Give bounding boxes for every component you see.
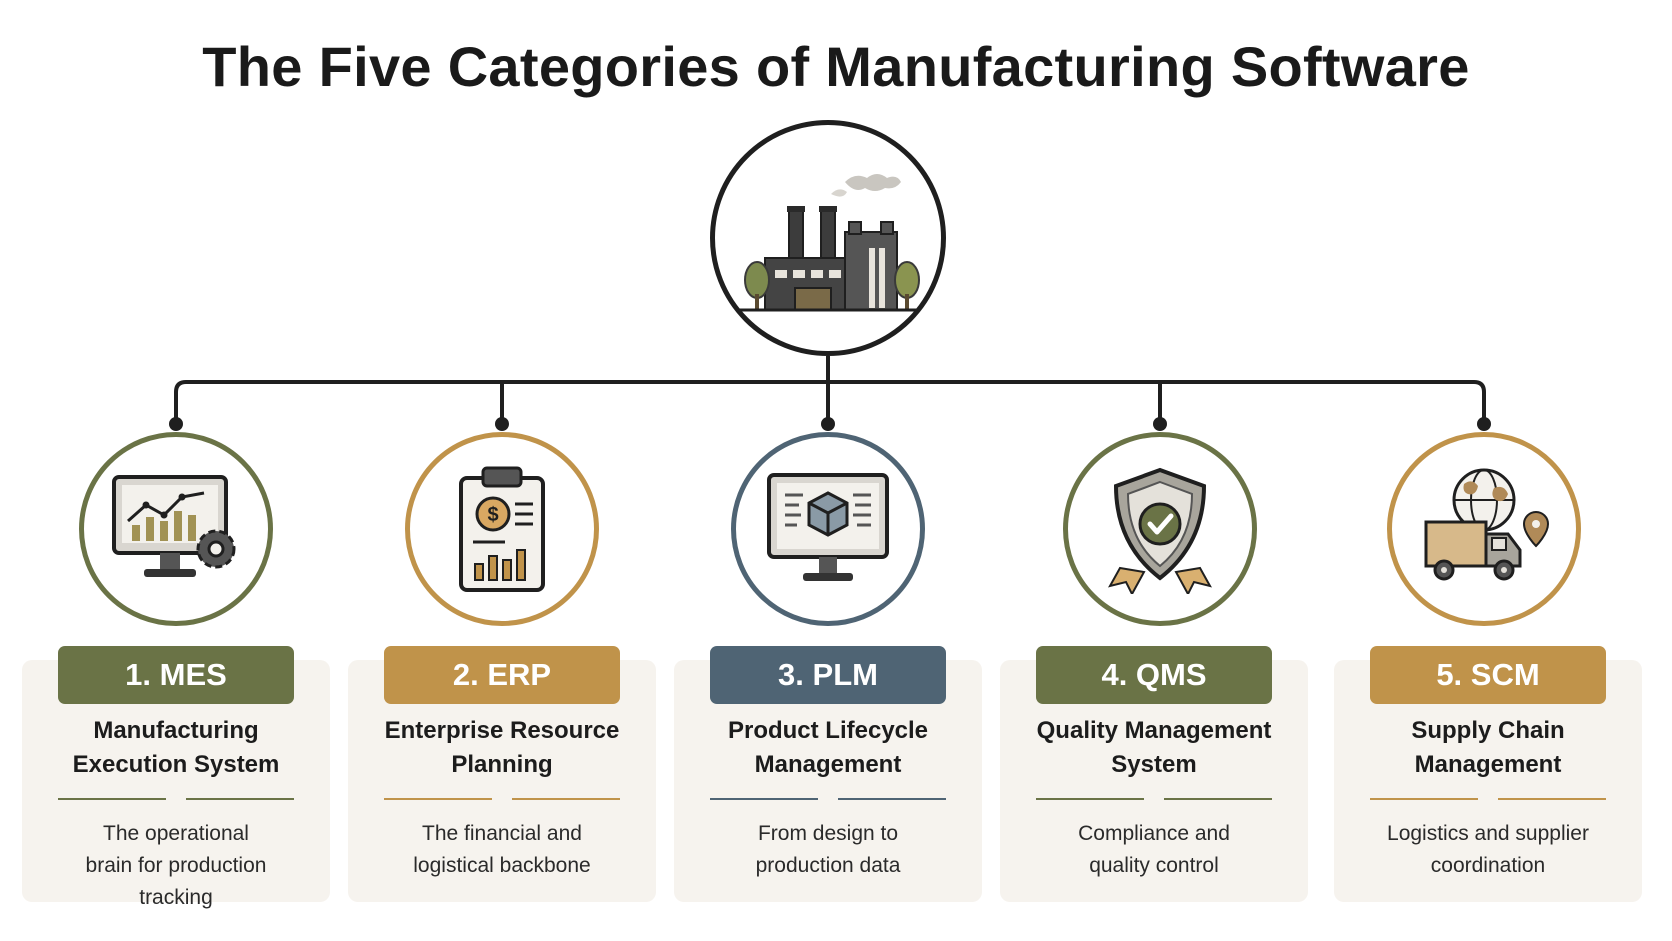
shield-check-icon [1108, 467, 1212, 594]
clipboard-dollar-icon: $ [459, 466, 545, 592]
category-circle-mes [79, 432, 273, 626]
desc-plm: From design to production data [755, 822, 901, 877]
divider-mes [58, 798, 294, 800]
connector-dot-3 [821, 417, 835, 431]
category-circle-qms [1063, 432, 1257, 626]
divider-qms [1036, 798, 1272, 800]
desc-erp: The financial and logistical backbone [413, 822, 591, 877]
badge-mes: 1. MES [58, 646, 294, 704]
svg-text:$: $ [487, 504, 498, 526]
connector-dot-1 [169, 417, 183, 431]
title-erp: Enterprise Resource Planning [384, 717, 620, 778]
category-circle-plm [731, 432, 925, 626]
badge-plm: 3. PLM [710, 646, 946, 704]
desc-qms: Compliance and quality control [1078, 822, 1230, 877]
divider-erp [384, 798, 620, 800]
connector-dot-2 [495, 417, 509, 431]
badge-scm: 5. SCM [1370, 646, 1606, 704]
hub-circle [710, 120, 946, 356]
category-circle-erp: $ [405, 432, 599, 626]
badge-qms: 4. QMS [1036, 646, 1272, 704]
title-plm: Product Lifecycle Management [727, 717, 929, 778]
monitor-chart-gear-icon [112, 475, 236, 577]
desc-scm: Logistics and supplier coordination [1387, 822, 1589, 877]
divider-scm [1370, 798, 1606, 800]
desc-mes: The operational brain for production tra… [85, 822, 267, 909]
factory-icon [739, 174, 920, 312]
monitor-cube-icon [767, 473, 889, 581]
title-qms: Quality Management System [1036, 717, 1272, 778]
title-scm: Supply Chain Management [1411, 717, 1565, 778]
globe-truck-icon [1424, 468, 1550, 581]
badge-erp: 2. ERP [384, 646, 620, 704]
title-mes: Manufacturing Execution System [72, 717, 280, 778]
category-circle-scm [1387, 432, 1581, 626]
connector-dot-4 [1153, 417, 1167, 431]
divider-plm [710, 798, 946, 800]
page-title: The Five Categories of Manufacturing Sof… [202, 35, 1470, 98]
branch-bar [174, 380, 1486, 420]
connector-dot-5 [1477, 417, 1491, 431]
